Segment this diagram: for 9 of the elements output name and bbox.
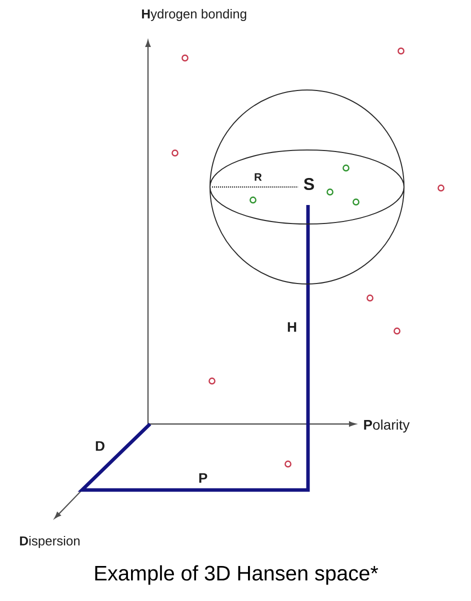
radius-label: R — [254, 173, 262, 181]
segment-label: H — [288, 322, 296, 332]
axis-label: Dispersion — [20, 536, 80, 548]
segment-label: P — [199, 473, 208, 483]
axis-label: Hydrogen bonding — [142, 8, 246, 22]
center-label: S — [304, 178, 314, 190]
segment-label: D — [96, 441, 104, 451]
caption: Example of 3D Hansen space* — [95, 565, 378, 585]
axis-label: Polarity — [364, 420, 410, 432]
